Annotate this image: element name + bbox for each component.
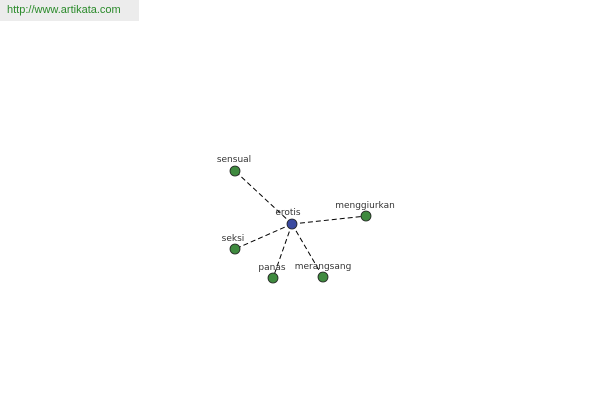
edge-erotis-merangsang [291, 223, 324, 278]
related-node-sensual[interactable]: sensual [217, 155, 251, 177]
node-label-sensual[interactable]: sensual [217, 155, 251, 165]
graph-edges [234, 170, 367, 279]
center-node-erotis[interactable]: erotis [275, 208, 301, 230]
graph-nodes: sensual menggiurkan seksi panas merangsang er… [217, 155, 395, 284]
related-node-seksi[interactable]: seksi [222, 234, 245, 255]
source-url-bar: http://www.artikata.com [0, 0, 139, 21]
edge-erotis-panas [272, 223, 293, 279]
node-dot-panas[interactable] [267, 272, 279, 284]
node-dot-menggiurkan[interactable] [360, 210, 372, 222]
node-dot-sensual[interactable] [229, 165, 241, 177]
node-dot-erotis[interactable] [286, 218, 298, 230]
related-node-merangsang[interactable]: merangsang [295, 262, 352, 283]
node-label-merangsang[interactable]: merangsang [295, 262, 352, 272]
node-label-menggiurkan[interactable]: menggiurkan [335, 201, 395, 211]
edge-erotis-menggiurkan [291, 215, 367, 225]
related-node-panas[interactable]: panas [258, 263, 286, 284]
edge-erotis-sensual [234, 170, 293, 225]
related-node-menggiurkan[interactable]: menggiurkan [335, 201, 395, 222]
edge-erotis-seksi [234, 223, 293, 250]
node-dot-seksi[interactable] [229, 243, 241, 255]
source-url-link[interactable]: http://www.artikata.com [7, 4, 121, 16]
node-label-seksi[interactable]: seksi [222, 234, 245, 244]
node-label-erotis[interactable]: erotis [275, 208, 301, 218]
node-dot-merangsang[interactable] [317, 271, 329, 283]
node-label-panas[interactable]: panas [258, 263, 285, 273]
